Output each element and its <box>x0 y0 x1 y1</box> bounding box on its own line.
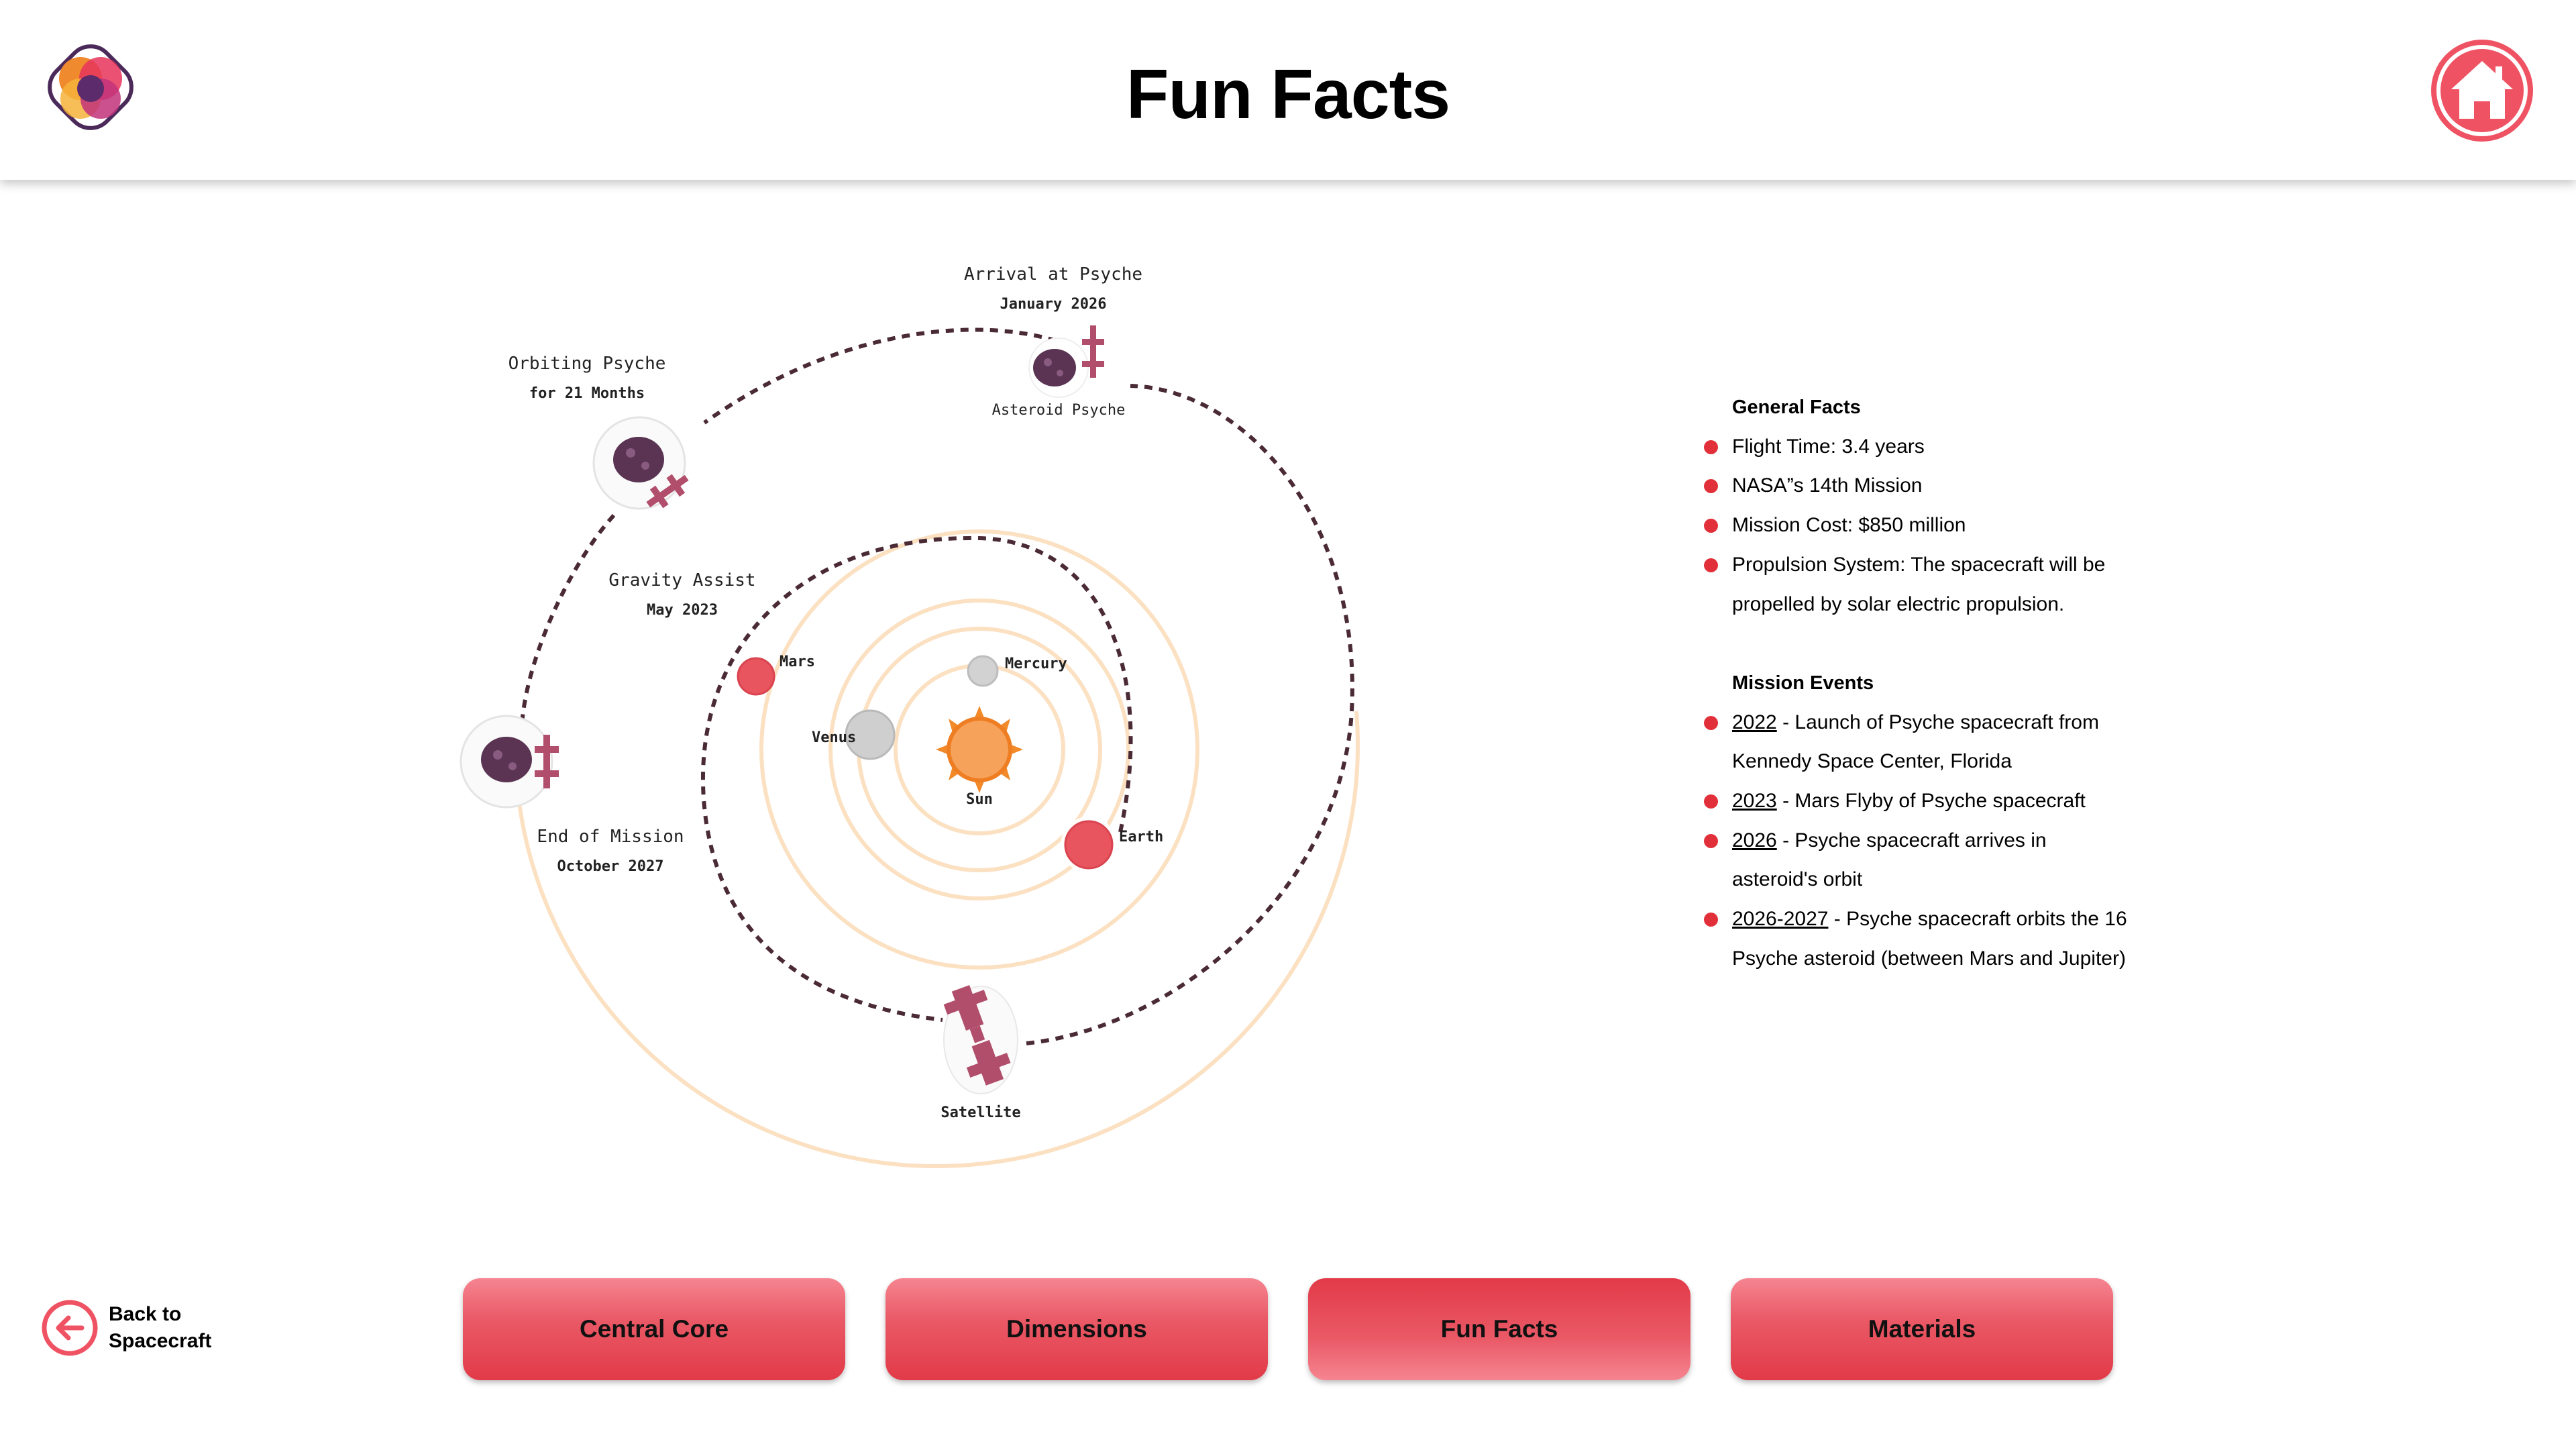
general-facts-heading: General Facts <box>1732 397 1861 418</box>
end-spacecraft-icon <box>535 735 559 788</box>
list-item: 2023 - Mars Flyby of Psyche spacecraft <box>1704 782 2133 821</box>
asteroid-psyche-icon <box>1028 338 1089 398</box>
satellite-label: Satellite <box>941 1104 1020 1121</box>
mission-events-list: 2022 - Launch of Psyche spacecraft from … <box>1704 703 2133 979</box>
event-text: - Launch of Psyche spacecraft from Kenne… <box>1732 711 2099 773</box>
list-item: Flight Time: 3.4 years <box>1704 427 2133 467</box>
event-text: - Mars Flyby of Psyche spacecraft <box>1776 790 2086 813</box>
back-arrow-icon <box>42 1300 98 1356</box>
event-year-link[interactable]: 2023 <box>1732 790 1777 813</box>
satellite-icon <box>943 985 1018 1094</box>
home-icon <box>2431 40 2533 142</box>
end-of-mission-date: October 2027 <box>557 858 664 875</box>
list-item: 2022 - Launch of Psyche spacecraft from … <box>1704 703 2133 782</box>
back-label-line1: Back to <box>109 1303 182 1325</box>
mars-label: Mars <box>780 654 815 670</box>
section-tabs: Central Core Dimensions Fun Facts Materi… <box>463 1278 2113 1380</box>
list-item: Mission Cost: $850 million <box>1704 506 2133 546</box>
back-to-spacecraft-button[interactable]: Back to Spacecraft <box>40 1298 211 1357</box>
general-facts-list: Flight Time: 3.4 years NASA”s 14th Missi… <box>1704 427 2133 625</box>
back-label-line2: Spacecraft <box>109 1330 212 1352</box>
spacecraft-icon <box>1082 325 1104 378</box>
list-item: NASA”s 14th Mission <box>1704 466 2133 506</box>
orbiting-label: Orbiting Psyche <box>508 354 666 374</box>
mercury-label: Mercury <box>1005 656 1067 672</box>
sun-icon <box>936 706 1023 793</box>
asteroid-psyche-label: Asteroid Psyche <box>992 402 1126 419</box>
tab-materials[interactable]: Materials <box>1731 1278 2113 1380</box>
mission-events-heading: Mission Events <box>1732 672 1874 694</box>
tab-central-core[interactable]: Central Core <box>463 1278 845 1380</box>
event-year-link[interactable]: 2022 <box>1732 711 1777 733</box>
page-title: Fun Facts <box>1126 56 1450 134</box>
arrival-label: Arrival at Psyche <box>964 264 1142 284</box>
end-asteroid-icon <box>460 715 553 809</box>
orbiting-asteroid-icon <box>592 416 686 510</box>
earth-label: Earth <box>1119 829 1163 845</box>
event-year-link[interactable]: 2026-2027 <box>1732 908 1829 931</box>
app-header: Fun Facts <box>0 0 2576 180</box>
home-button[interactable] <box>2428 37 2536 144</box>
sun-label: Sun <box>966 791 993 808</box>
tab-dimensions[interactable]: Dimensions <box>885 1278 1268 1380</box>
gravity-assist-date: May 2023 <box>647 602 718 619</box>
trajectory-path <box>520 327 1354 1045</box>
event-text: - Psyche spacecraft orbits the 16 Psyche… <box>1732 908 2127 970</box>
mars-icon <box>737 657 775 696</box>
list-item: 2026-2027 - Psyche spacecraft orbits the… <box>1704 900 2133 978</box>
facts-panel: General Facts Flight Time: 3.4 years NAS… <box>1704 388 2133 979</box>
tab-fun-facts[interactable]: Fun Facts <box>1308 1278 1690 1380</box>
arrival-date: January 2026 <box>1000 296 1107 313</box>
venus-icon <box>845 709 896 760</box>
orbiting-sub: for 21 Months <box>529 385 645 402</box>
gravity-assist-label: Gravity Assist <box>608 570 755 590</box>
psyche-orbit <box>515 711 1360 1168</box>
end-of-mission-label: End of Mission <box>537 827 684 847</box>
mission-orbit-diagram: Sun Mercury Venus Mars Earth Gravity Ass… <box>443 242 1382 1221</box>
orbiting-spacecraft-icon <box>646 474 689 509</box>
back-label: Back to Spacecraft <box>109 1301 211 1355</box>
list-item: 2026 - Psyche spacecraft arrives in aste… <box>1704 821 2133 900</box>
psyche-logo-icon[interactable] <box>40 37 141 138</box>
mercury-icon <box>967 655 999 687</box>
list-item: Propulsion System: The spacecraft will b… <box>1704 546 2133 624</box>
earth-icon <box>1064 820 1114 870</box>
event-text: - Psyche spacecraft arrives in asteroid'… <box>1732 829 2047 891</box>
event-year-link[interactable]: 2026 <box>1732 829 1777 851</box>
venus-label: Venus <box>812 729 856 746</box>
